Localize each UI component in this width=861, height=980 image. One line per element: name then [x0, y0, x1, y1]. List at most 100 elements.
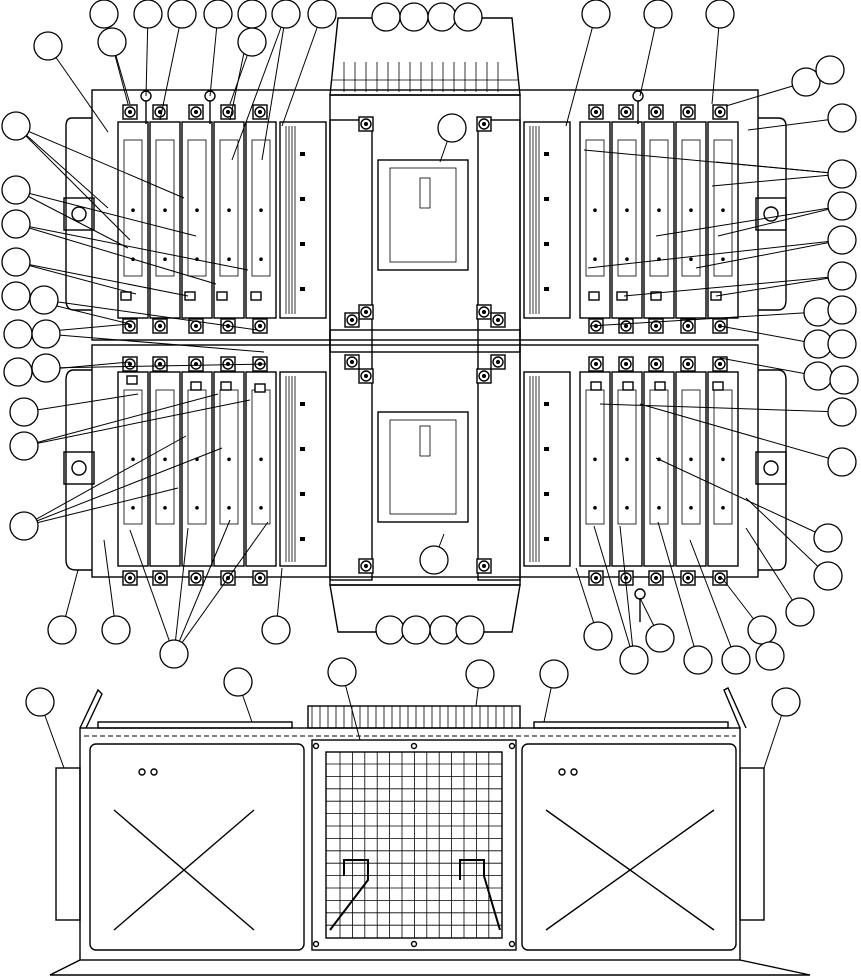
callout-circle: [9, 511, 39, 541]
indicator-lamp: [150, 768, 158, 776]
terminal-nut-center: [364, 122, 368, 126]
terminal-nut: [478, 560, 490, 572]
module-rivet: [593, 457, 597, 462]
callout-circle: [429, 615, 459, 645]
callout-leader: [711, 173, 843, 187]
left-side-panel: [55, 767, 81, 921]
grille-screw: [410, 940, 418, 948]
left-panel-cross: [113, 809, 255, 931]
callout-leader: [173, 519, 231, 655]
callout-circle: [827, 447, 857, 477]
terminal-nut: [590, 358, 602, 370]
lift-eye: [632, 90, 644, 102]
module-face: [155, 389, 175, 525]
terminal-nut: [620, 106, 632, 118]
grille-screw: [410, 742, 418, 750]
terminal-nut-center: [624, 362, 628, 366]
module-face: [617, 139, 637, 277]
callout-leader: [23, 393, 139, 413]
grille-screw: [312, 940, 320, 948]
indicator-lamp: [558, 768, 566, 776]
power-module: [675, 371, 707, 567]
terminal-nut-center: [594, 362, 598, 366]
power-module: [181, 371, 213, 567]
busbar-rail: [523, 371, 571, 567]
fan-bracket-right: [459, 859, 501, 931]
callout-leader: [159, 13, 183, 121]
module-rivet: [721, 208, 725, 212]
module-rivet: [163, 506, 167, 510]
module-rivet: [625, 208, 629, 212]
power-module: [643, 371, 675, 567]
callout-leaders: [15, 13, 843, 769]
callout-leader: [689, 539, 737, 661]
module-face: [713, 389, 733, 525]
callout-leader: [593, 525, 635, 661]
module-face: [681, 389, 701, 525]
terminal-nut-center: [194, 110, 198, 114]
callout-leader: [15, 223, 217, 285]
terminal-nut-center: [350, 360, 354, 364]
right-lift-tab: [723, 687, 747, 729]
callout-leader: [657, 521, 699, 661]
reference-callouts: [1, 0, 859, 717]
module-rivet: [689, 506, 693, 510]
callout-leader: [23, 487, 179, 527]
terminal-nut: [346, 314, 358, 326]
terminal-nut: [346, 356, 358, 368]
callout-circle: [583, 621, 613, 651]
callout-circle: [465, 659, 495, 689]
power-module: [149, 371, 181, 567]
callout-circle: [1, 281, 31, 311]
callout-leader: [45, 333, 265, 353]
terminal-nut: [478, 306, 490, 318]
terminal-nut: [714, 358, 726, 370]
callout-circle: [101, 615, 131, 645]
power-module: [579, 371, 611, 567]
terminal-nut: [360, 118, 372, 130]
module-rivet: [689, 208, 693, 212]
left-access-panel: [89, 743, 305, 951]
rail-clip: [300, 447, 305, 451]
terminal-nut-center: [158, 576, 162, 580]
grille-screw: [312, 742, 320, 750]
module-face: [713, 139, 733, 277]
terminal-nut: [714, 106, 726, 118]
center-left-rail: [329, 119, 373, 581]
terminal-nut-center: [258, 110, 262, 114]
terminal-lug: [120, 291, 132, 301]
right-access-panel: [521, 743, 737, 951]
terminal-nut-center: [654, 324, 658, 328]
power-module: [643, 121, 675, 319]
module-rivet: [625, 506, 629, 510]
terminal-nut-center: [496, 360, 500, 364]
terminal-nut-center: [482, 374, 486, 378]
module-face: [251, 139, 271, 277]
terminal-nut-center: [624, 110, 628, 114]
callout-circle: [1, 111, 31, 141]
module-rivet: [657, 506, 661, 510]
module-rivet: [259, 506, 263, 510]
module-rivet: [131, 208, 135, 212]
left-cover-lower: [65, 369, 92, 571]
callout-circle: [813, 523, 843, 553]
callout-circle: [9, 431, 39, 461]
center-housing-top: [329, 17, 521, 96]
callout-leader: [15, 261, 189, 297]
callout-circle: [755, 641, 785, 671]
terminal-nut: [714, 572, 726, 584]
module-face: [251, 389, 271, 525]
callout-circle: [1, 247, 31, 277]
rail-clip: [300, 402, 305, 406]
callout-circle: [427, 2, 457, 32]
indicator-lamp: [570, 768, 578, 776]
rail-clip: [300, 537, 305, 541]
callout-circle: [827, 397, 857, 427]
terminal-nut-center: [128, 576, 132, 580]
front-elevation-view: [49, 687, 811, 976]
module-rivet: [259, 457, 263, 462]
terminal-nut: [190, 572, 202, 584]
callout-circle: [747, 615, 777, 645]
terminal-nut-center: [258, 324, 262, 328]
bracket-bolt: [71, 460, 87, 476]
